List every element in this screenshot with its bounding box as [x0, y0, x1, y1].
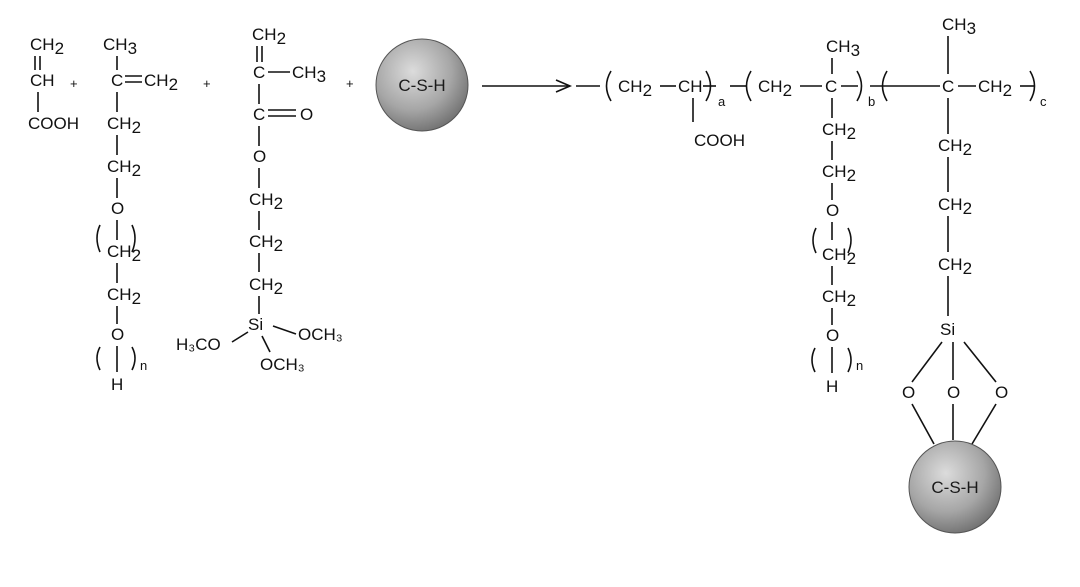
atom-label: H₃CO: [176, 335, 221, 354]
atom-label: COOH: [28, 114, 79, 133]
atom-label: CH2: [938, 136, 972, 159]
atom-label: CH2: [107, 285, 141, 308]
atom-label: O: [995, 383, 1008, 402]
csh-particle: C-S-H: [375, 38, 469, 132]
reaction-arrow: [482, 79, 573, 93]
atom-label: CH2: [822, 287, 856, 310]
atom-label: O: [300, 105, 313, 124]
atom-label: CH2: [758, 77, 792, 100]
atom-label: CH2: [252, 25, 286, 48]
atom-label: CH2: [107, 157, 141, 180]
atom-label: CH2: [822, 120, 856, 143]
repeat-bracket-left: [812, 227, 817, 254]
atom-label: CH2: [618, 77, 652, 100]
atom-label: C: [253, 63, 265, 82]
atom-label: OCH₃: [298, 325, 343, 344]
atom-label: CH3: [826, 37, 860, 60]
acrylic-acid-monomer: CH2 CH COOH: [28, 35, 79, 133]
repeat-count-n: n: [140, 358, 147, 373]
atom-label: O: [826, 201, 839, 220]
atom-label: CH2: [822, 245, 856, 268]
repeat-bracket-right: [856, 70, 863, 102]
atom-label: CH2: [107, 242, 141, 265]
atom-label: CH: [30, 71, 55, 90]
atom-label: O: [947, 383, 960, 402]
csh-label: C-S-H: [398, 76, 445, 95]
atom-label: CH3: [292, 63, 326, 86]
repeat-count-b: b: [868, 94, 875, 109]
csh-label: C-S-H: [931, 478, 978, 497]
atom-label: COOH: [694, 131, 745, 150]
atom-label: CH2: [938, 255, 972, 278]
silane-methacrylate-monomer: CH2 C CH3 C O O CH2 CH2 CH2 Si H₃CO OCH₃…: [176, 25, 343, 374]
repeat-bracket-right: [705, 70, 712, 102]
atom-label: H: [111, 375, 123, 394]
atom-label: CH2: [822, 162, 856, 185]
atom-label: Si: [248, 315, 263, 334]
repeat-bracket-right: [847, 347, 852, 373]
atom-label: CH2: [938, 195, 972, 218]
atom-label: CH2: [144, 71, 178, 94]
repeat-bracket-left: [811, 347, 816, 373]
atom-label: CH3: [103, 35, 137, 58]
atom-label: O: [826, 326, 839, 345]
repeat-bracket-right: [131, 346, 136, 371]
repeat-bracket-left: [96, 224, 101, 253]
repeat-count-c: c: [1040, 94, 1047, 109]
atom-label: C: [825, 77, 837, 96]
atom-label: Si: [940, 320, 955, 339]
copolymer-product: CH2 CH a COOH CH2 C b CH3 C CH2 c CH3 CH…: [576, 15, 1047, 445]
repeat-bracket-right: [847, 227, 852, 254]
repeat-bracket-right: [1029, 70, 1036, 102]
plus-sign: +: [203, 76, 211, 91]
atom-label: O: [111, 325, 124, 344]
repeat-bracket-left: [605, 70, 612, 102]
plus-sign: +: [70, 76, 78, 91]
atom-label: O: [902, 383, 915, 402]
atom-label: H: [826, 377, 838, 396]
repeat-bracket-left: [745, 70, 752, 102]
atom-label: CH2: [30, 35, 64, 58]
peg-ether-monomer: CH3 C CH2 CH2 CH2 O CH2 CH2 O n H: [96, 35, 178, 394]
atom-label: CH2: [249, 190, 283, 213]
atom-label: CH3: [942, 15, 976, 38]
repeat-count-a: a: [718, 94, 726, 109]
atom-label: OCH₃: [260, 355, 305, 374]
atom-label: CH2: [249, 232, 283, 255]
atom-label: CH2: [107, 114, 141, 137]
atom-label: CH2: [978, 77, 1012, 100]
repeat-bracket-left: [96, 346, 101, 371]
atom-label: CH2: [249, 275, 283, 298]
atom-label: O: [111, 199, 124, 218]
atom-label: C: [942, 77, 954, 96]
repeat-bracket-right: [131, 224, 136, 253]
atom-label: O: [253, 147, 266, 166]
csh-particle: C-S-H: [908, 440, 1002, 534]
plus-sign: +: [346, 76, 354, 91]
atom-label: C: [111, 71, 123, 90]
atom-label: CH: [678, 77, 703, 96]
repeat-count-n: n: [856, 358, 863, 373]
atom-label: C: [253, 105, 265, 124]
